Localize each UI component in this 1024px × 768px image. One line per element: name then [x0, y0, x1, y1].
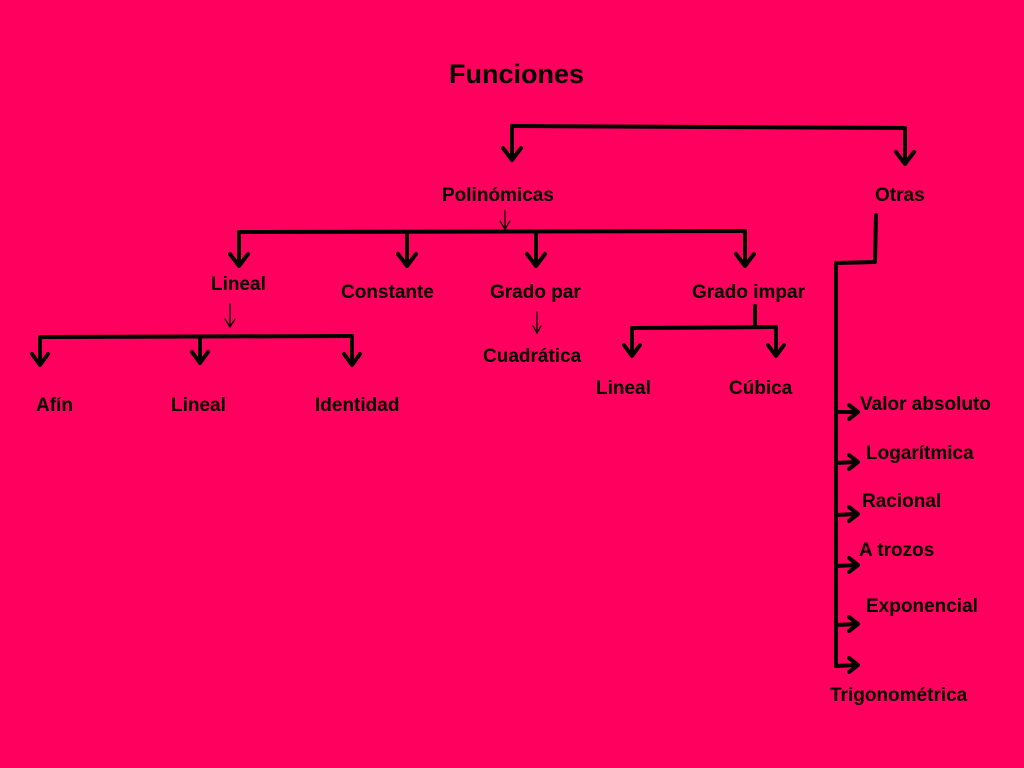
root-branch-line	[510, 124, 907, 130]
node-logaritmica: Logarítmica	[866, 443, 974, 464]
arrow-head-grado-impar	[734, 252, 756, 268]
thin-arrow-head-grado-par	[532, 325, 542, 335]
polinomicas-branch-line	[237, 229, 747, 234]
node-polinomicas: Polinómicas	[442, 185, 554, 206]
arrow-head-identidad	[342, 352, 362, 367]
arrow-head-trigonometrica	[847, 656, 860, 674]
arrow-head-lineal-impar	[622, 343, 642, 358]
arrow-to-trigonometrica	[834, 663, 858, 668]
diagram-title: Funciones	[449, 59, 585, 89]
arrow-head-afin	[30, 352, 50, 367]
node-valor-absoluto: Valor absoluto	[860, 394, 991, 415]
grado-impar-branch-line	[630, 325, 778, 330]
arrow-to-racional	[834, 512, 858, 517]
node-lineal-sub: Lineal	[171, 395, 226, 416]
arrow-head-polinomicas	[501, 146, 523, 162]
arrow-head-grado-par	[525, 252, 547, 268]
arrow-head-racional	[847, 505, 860, 523]
otras-stem	[834, 213, 878, 265]
arrow-head-logaritmica	[847, 453, 860, 471]
lineal-branch-line	[38, 334, 354, 339]
arrow-to-exponencial	[834, 622, 858, 627]
node-grado-par: Grado par	[490, 282, 581, 303]
arrow-head-lineal-sub	[190, 350, 210, 365]
node-cuadratica: Cuadrática	[483, 346, 582, 367]
node-otras: Otras	[875, 185, 925, 206]
node-lineal: Lineal	[211, 274, 266, 295]
node-constante: Constante	[341, 282, 434, 303]
arrow-head-a-trozos	[847, 556, 860, 574]
arrow-head-constante	[396, 252, 418, 268]
arrow-head-exponencial	[847, 615, 860, 633]
arrow-head-valor-absoluto	[847, 403, 860, 421]
arrow-head-lineal	[228, 252, 250, 268]
thin-arrow-head-lineal	[224, 318, 236, 329]
node-lineal-impar: Lineal	[596, 378, 651, 399]
arrow-head-cubica	[766, 343, 786, 358]
thin-arrow-head-polinomicas	[499, 220, 511, 231]
node-identidad: Identidad	[315, 395, 400, 416]
node-afin: Afín	[36, 395, 73, 416]
node-exponencial: Exponencial	[866, 596, 978, 617]
node-a-trozos: A trozos	[859, 540, 935, 561]
node-cubica: Cúbica	[729, 378, 793, 399]
arrow-to-logaritmica	[834, 460, 858, 465]
arrow-to-a-trozos	[834, 563, 858, 568]
arrow-head-otras	[894, 150, 916, 166]
node-grado-impar: Grado impar	[692, 282, 805, 303]
node-racional: Racional	[862, 491, 942, 512]
node-trigonometrica: Trigonométrica	[830, 685, 968, 706]
